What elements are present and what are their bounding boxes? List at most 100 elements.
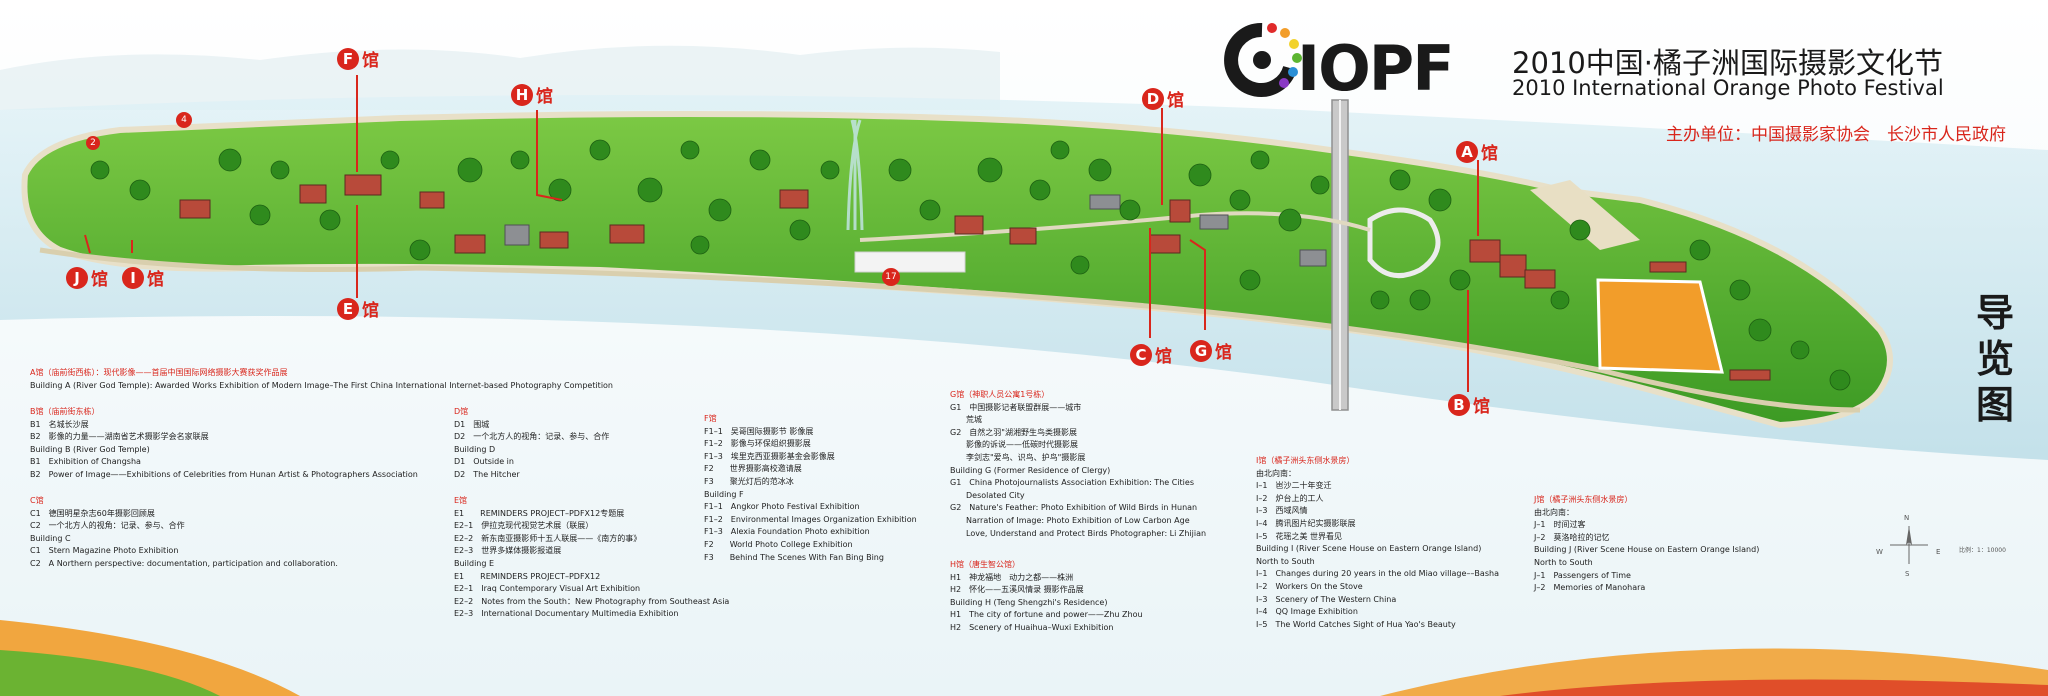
legend-line: 李剑志"爱鸟、识鸟、护鸟"摄影展 (950, 452, 1086, 462)
grey-buildings (504, 194, 1327, 267)
legend-line: Building G (Former Residence of Clergy) (950, 465, 1111, 475)
legend-line: G1 China Photojournalists Association Ex… (950, 478, 1194, 488)
legend-line: Building C (30, 533, 71, 543)
pin-letter: A (1456, 140, 1478, 163)
legend-line: E2–2 新东南亚摄影师十五人联展——《南方的事》 (454, 533, 642, 543)
legend-line: North to South (1256, 556, 1315, 566)
compass-n: N (1904, 514, 1910, 522)
legend-line: 荒城 (950, 415, 982, 425)
legend-line: E2–1 Iraq Contemporary Visual Art Exhibi… (454, 584, 641, 594)
iopf-logo-mark (1224, 22, 1302, 97)
legend-line: F3 Behind The Scenes With Fan Bing Bing (704, 552, 884, 562)
pin-letter: J (66, 266, 88, 289)
compass-e: E (1936, 548, 1941, 556)
legend-line: I–5 The World Catches Sight of Hua Yao's… (1256, 619, 1456, 629)
map-scale: 比例：1：10000 (1959, 547, 2006, 554)
legend-line: Desolated City (950, 490, 1025, 500)
legend-line: F1–1 吴哥国际摄影节 影像展 (704, 426, 814, 436)
fountain (846, 119, 864, 231)
legend-line: Building E (454, 558, 495, 568)
legend-line: D1 Outside in (454, 457, 514, 467)
legend-heading: J馆（橘子洲头东侧水景房） (1534, 495, 1633, 504)
trees (90, 139, 1851, 391)
organizer-text: 主办单位：中国摄影家协会 长沙市人民政府 (1666, 125, 2006, 145)
legend-line: F1–2 影像与环保组织摄影展 (704, 439, 811, 449)
legend-heading: C馆 (30, 496, 44, 505)
compass-rose (1890, 526, 1928, 564)
compass-w: W (1876, 548, 1883, 556)
legend-line: G2 Nature's Feather: Photo Exhibition of… (950, 503, 1198, 513)
legend-line: I–3 Scenery of The Western China (1256, 594, 1397, 604)
legend-line: B1 Exhibition of Changsha (30, 457, 141, 467)
buildings (179, 174, 1771, 381)
legend-line: F3 聚光灯后的范冰冰 (704, 476, 794, 486)
pin-letter: H (511, 83, 533, 106)
map-marker[interactable]: 17 (882, 268, 900, 286)
legend-line: I–1 岜沙二十年变迁 (1256, 481, 1332, 491)
map-marker[interactable]: 2 (86, 136, 100, 150)
logo-text: IOPF (1297, 32, 1455, 105)
legend-line: North to South (1534, 557, 1593, 567)
pin-suffix: 馆 (362, 301, 379, 321)
festival-title-en: 2010 International Orange Photo Festival (1512, 76, 1944, 100)
legend-line: E2–3 世界多媒体摄影报道展 (454, 546, 562, 556)
legend-line: I–4 QQ Image Exhibition (1256, 607, 1358, 617)
legend-line: H2 Scenery of Huaihua–Wuxi Exhibition (950, 622, 1114, 632)
pin-letter: B (1448, 393, 1470, 416)
legend-line: F2 世界摄影高校邀请展 (704, 464, 802, 474)
festival-title-cn: 2010中国·橘子洲国际摄影文化节 (1512, 46, 1944, 80)
legend-line: E2–3 International Documentary Multimedi… (454, 609, 679, 619)
legend-line: 由北向南： (1534, 507, 1574, 517)
legend-line: F1–1 Angkor Photo Festival Exhibition (704, 502, 860, 512)
legend-line: E1 REMINDERS PROJECT–PDFX12 (454, 571, 601, 581)
pin-suffix: 馆 (1167, 91, 1184, 111)
legend-heading: D馆 (454, 407, 469, 416)
road-roundabout (1367, 207, 1441, 279)
legend-heading: H馆（唐生智公馆） (950, 560, 1021, 569)
legend-line: J–2 Memories of Manohara (1534, 583, 1646, 593)
legend-line: E2–1 伊拉克现代视觉艺术展（联展） (454, 521, 594, 531)
legend-line: F2 World Photo College Exhibition (704, 539, 853, 549)
legend-heading: B馆（庙前街东栋） (30, 407, 100, 416)
pin-suffix: 馆 (536, 87, 553, 107)
legend-line: Building B (River God Temple) (30, 444, 150, 454)
pin-suffix: 馆 (1481, 144, 1498, 164)
legend-line: Building F (704, 489, 744, 499)
legend-line: I–4 腾讯图片纪实摄影联展 (1256, 518, 1356, 528)
pin-suffix: 馆 (91, 270, 108, 290)
legend-line: F1–2 Environmental Images Organization E… (704, 514, 917, 524)
legend-line: Building D (454, 444, 496, 454)
legend-heading: G馆（神职人员公寓1号栋） (950, 390, 1050, 399)
legend-line: Building I (River Scene House on Eastern… (1256, 544, 1482, 554)
pin-suffix: 馆 (1215, 343, 1232, 363)
pin-letter: C (1130, 343, 1152, 366)
compass-s: S (1905, 570, 1910, 578)
legend-line: 由北向南： (1256, 468, 1296, 478)
legend-line: J–1 Passengers of Time (1534, 570, 1631, 580)
legend-line: H1 神龙福地 动力之都——株洲 (950, 572, 1074, 582)
map-marker[interactable]: 4 (176, 112, 192, 128)
legend-line: J–1 时间过客 (1534, 520, 1586, 530)
legend-line: F1–3 Alexia Foundation Photo exhibition (704, 527, 870, 537)
pin-suffix: 馆 (1473, 397, 1490, 417)
pin-letter: G (1190, 339, 1212, 362)
pin-leaders (84, 75, 1479, 392)
